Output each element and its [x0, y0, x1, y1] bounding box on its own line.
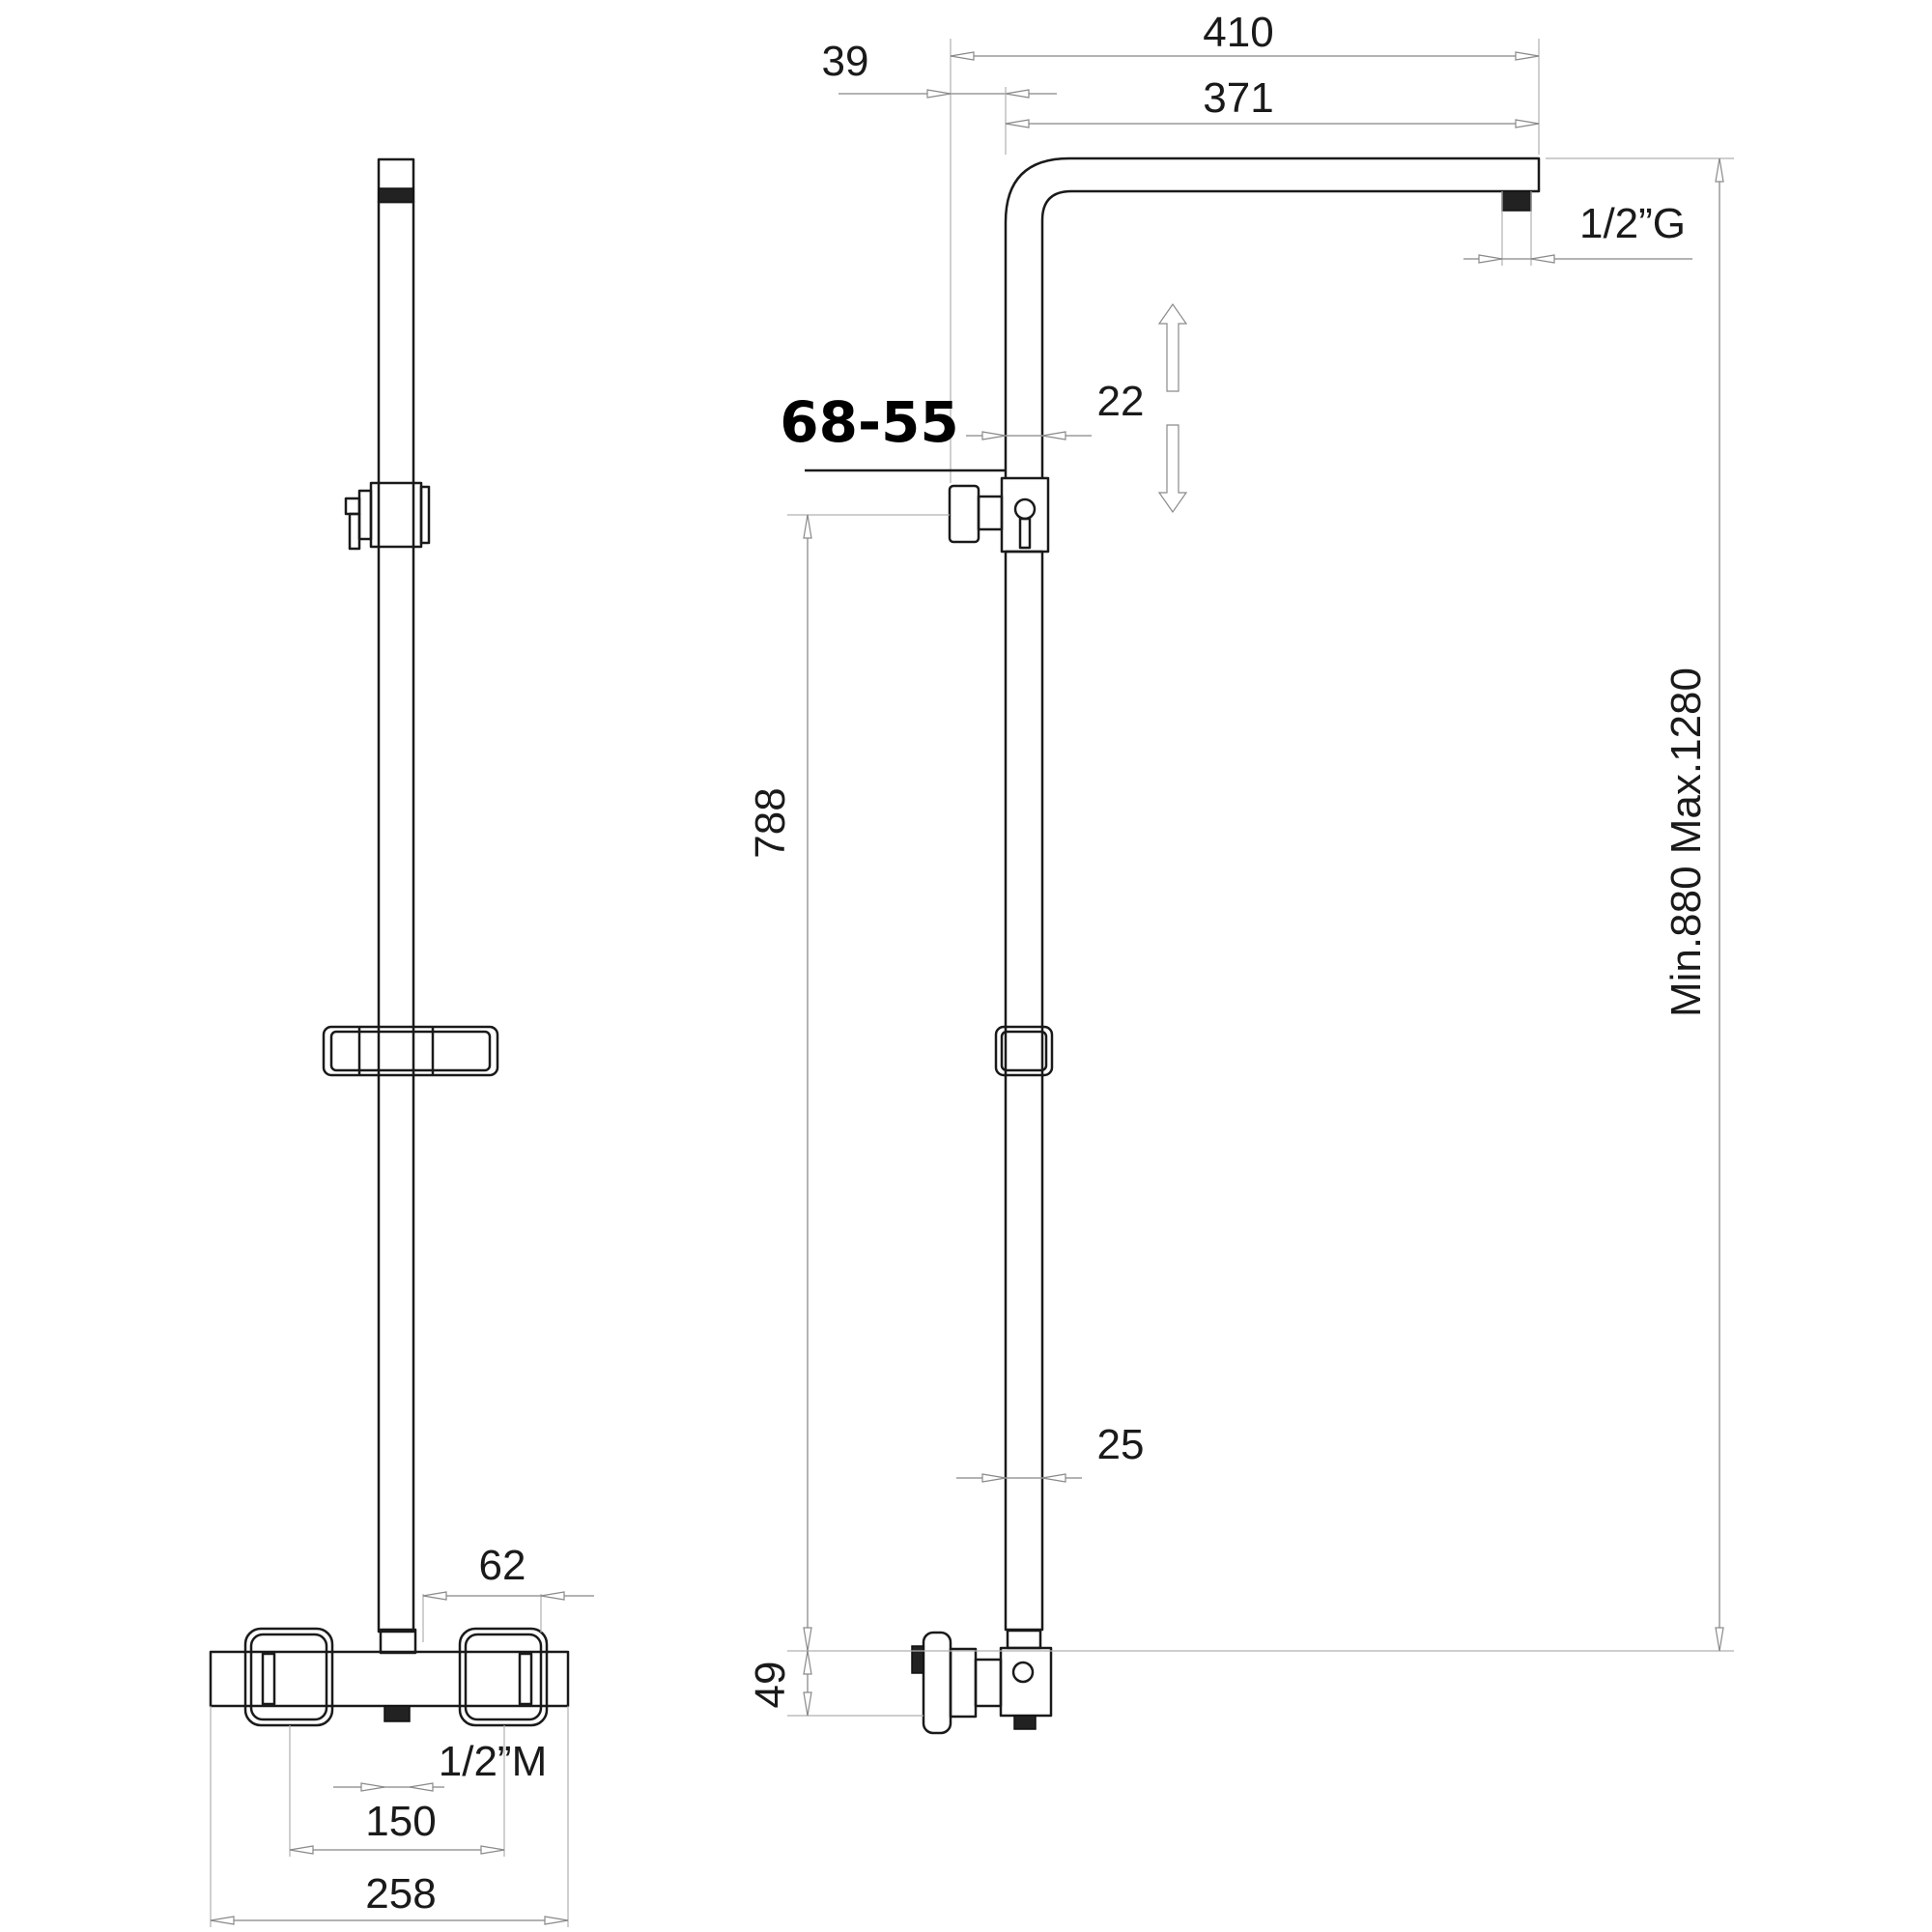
front-right-handle: [458, 1627, 549, 1727]
side-diverter-knob: [948, 484, 980, 544]
dim-outlet-label: 1/2”G: [1579, 200, 1686, 247]
dim-49-line: [787, 1650, 1734, 1717]
dim-62-label: 62: [479, 1542, 526, 1589]
front-inlet-connector: [384, 1705, 411, 1722]
dim-39-label: 39: [822, 38, 869, 85]
dim-inlet-label: 1/2”M: [439, 1738, 547, 1785]
dim-410-label: 410: [1203, 9, 1273, 56]
dim-22-line: [966, 431, 1092, 440]
dim-height-line: [1546, 157, 1734, 1652]
dim-150-line: [289, 1725, 505, 1857]
dim-68-55-label: 68-55: [780, 389, 959, 455]
dim-371-line: [1005, 87, 1540, 155]
side-thermostatic-mixer: [911, 1629, 1053, 1735]
front-riser-column: [377, 200, 415, 1634]
dim-39-line: [838, 89, 1057, 99]
dim-22-label: 22: [1097, 378, 1145, 425]
column-top-connector: [378, 187, 414, 203]
dim-410-line: [950, 39, 1540, 483]
side-inlet-connector: [1013, 1715, 1037, 1730]
side-riser-column: [1004, 550, 1044, 1632]
front-view: 62 1/2”M 150 258: [209, 157, 594, 1927]
front-slider-holder: [322, 1025, 499, 1077]
dim-788-line: [787, 514, 950, 1652]
side-shower-arm: [1004, 156, 1541, 478]
front-thermostatic-mixer: [209, 1627, 570, 1727]
dim-788-label: 788: [747, 787, 794, 858]
dim-371-label: 371: [1203, 74, 1273, 122]
dim-outlet-line: [1463, 191, 1692, 266]
front-bottom-connector: [379, 1628, 417, 1655]
dim-258-label: 258: [365, 1870, 436, 1918]
side-slider-holder: [994, 1025, 1054, 1077]
dim-62-line: [422, 1591, 594, 1642]
side-view: 410 39 371 1/2”G: [747, 9, 1734, 1735]
dim-height-label: Min.880 Max.1280: [1662, 668, 1710, 1017]
side-mixer-handle: [922, 1631, 952, 1735]
dim-258-line: [210, 1706, 569, 1927]
height-adjust-arrows: [1157, 302, 1188, 514]
dim-inlet-line: [333, 1782, 444, 1792]
dim-25-label: 25: [1097, 1421, 1145, 1468]
dim-49-label: 49: [747, 1662, 794, 1709]
side-diverter-block: [1000, 476, 1050, 554]
side-outlet-connector: [1501, 190, 1532, 212]
dim-25-line: [956, 1473, 1082, 1483]
front-left-handle: [243, 1627, 334, 1727]
dim-150-label: 150: [365, 1798, 436, 1845]
front-diverter-lever: [348, 512, 361, 551]
